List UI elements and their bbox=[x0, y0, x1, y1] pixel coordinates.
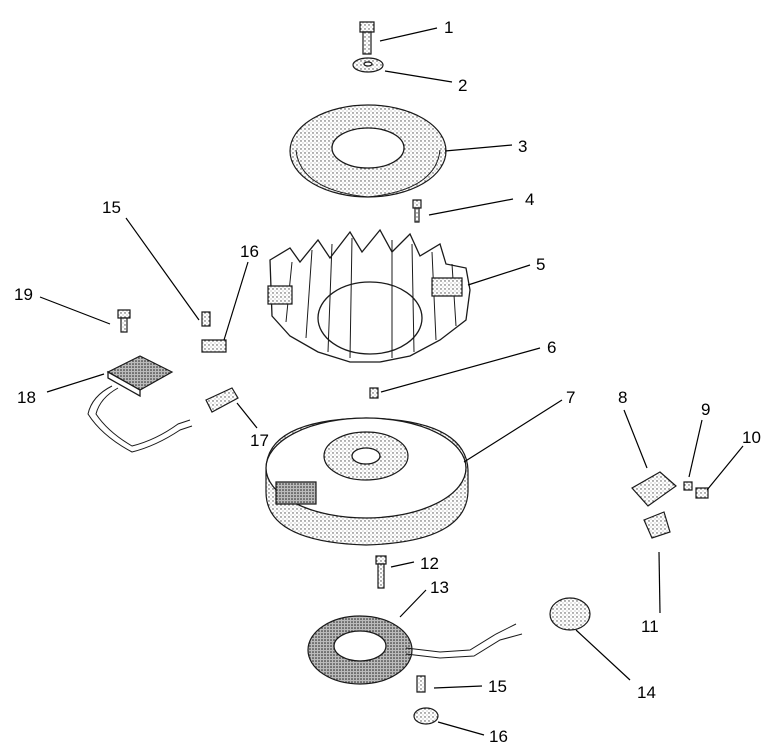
part-bolt bbox=[359, 21, 375, 55]
callout-19: 19 bbox=[14, 285, 33, 304]
part-fan bbox=[267, 228, 471, 363]
part-screen bbox=[289, 104, 447, 198]
part-washer-upper bbox=[201, 339, 227, 353]
callout-16-lower: 16 bbox=[489, 727, 508, 746]
callout-14: 14 bbox=[637, 683, 656, 702]
callout-11: 11 bbox=[641, 617, 659, 636]
callout-3: 3 bbox=[518, 137, 527, 156]
callout-4: 4 bbox=[525, 190, 534, 209]
part-clip bbox=[643, 511, 671, 539]
callout-6: 6 bbox=[547, 338, 556, 357]
part-small-bolt bbox=[412, 199, 422, 223]
callout-5: 5 bbox=[536, 255, 545, 274]
leader-lines bbox=[39, 27, 744, 736]
part-washer bbox=[352, 57, 384, 73]
callout-8: 8 bbox=[618, 388, 627, 407]
part-ignition-module bbox=[87, 355, 193, 453]
callout-17: 17 bbox=[250, 431, 269, 450]
callout-9: 9 bbox=[701, 400, 710, 419]
part-flywheel bbox=[265, 417, 469, 546]
part-connector bbox=[205, 387, 239, 413]
callout-7: 7 bbox=[566, 388, 575, 407]
part-stud bbox=[375, 555, 387, 589]
part-washer-lower bbox=[413, 707, 439, 725]
callout-13: 13 bbox=[430, 578, 449, 597]
part-bolt-lower bbox=[416, 675, 426, 693]
callout-18: 18 bbox=[17, 388, 36, 407]
part-spring bbox=[683, 481, 693, 491]
part-stator bbox=[307, 615, 523, 685]
callout-2: 2 bbox=[458, 76, 467, 95]
callout-15-lower: 15 bbox=[488, 677, 507, 696]
part-key bbox=[369, 387, 379, 399]
callout-labels: 1 2 3 4 5 6 7 8 9 10 11 12 13 14 15 15 1… bbox=[14, 18, 761, 746]
part-bracket bbox=[631, 471, 677, 507]
callout-12: 12 bbox=[420, 554, 439, 573]
part-cap bbox=[549, 597, 591, 631]
part-bolt-upper bbox=[201, 311, 211, 327]
callout-15-upper: 15 bbox=[102, 198, 121, 217]
callout-16-upper: 16 bbox=[240, 242, 259, 261]
callout-1: 1 bbox=[444, 18, 453, 37]
callout-10: 10 bbox=[742, 428, 761, 447]
part-nut bbox=[695, 487, 709, 499]
part-bolt-19 bbox=[117, 309, 131, 333]
